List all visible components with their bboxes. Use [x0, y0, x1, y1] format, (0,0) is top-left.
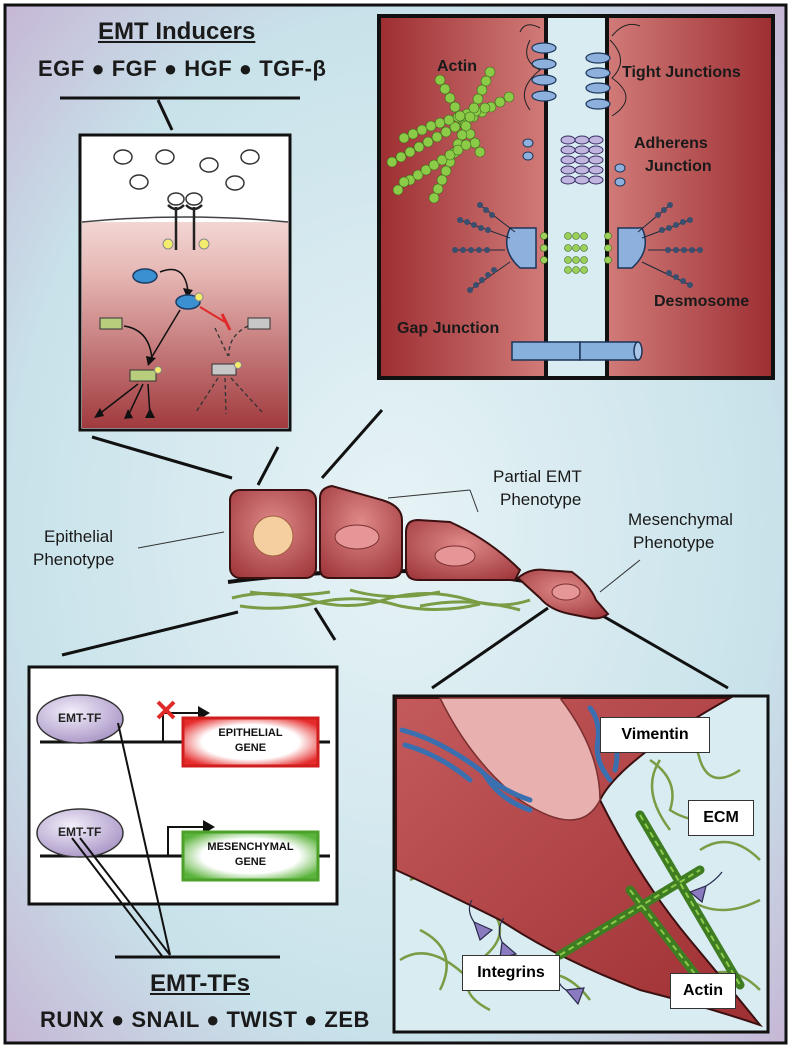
epithelial-phenotype-label-line2: Phenotype — [33, 550, 115, 569]
ligand-circles — [113, 149, 260, 206]
integrins-icons — [473, 885, 707, 1006]
cell-row — [227, 484, 610, 620]
desmosome-links — [540, 232, 612, 274]
emt-inducers-title: EMT Inducers — [98, 18, 256, 45]
gap-junction-channel — [511, 341, 643, 361]
epithelial-gene-box — [181, 716, 320, 768]
vimentin-filaments — [399, 705, 620, 813]
epithelial-gene-label-2: GENE — [234, 742, 267, 754]
tight-junctions-label: Tight Junctions — [622, 64, 741, 81]
repression-x-icon — [156, 700, 176, 720]
partial-emt-label-line2: Phenotype — [500, 490, 582, 509]
mesenchymal-label-line2: Phenotype — [633, 533, 715, 552]
emt-tf-label-2: EMT-TF — [58, 825, 102, 839]
emt-tfs-title: EMT-TFs — [150, 970, 250, 997]
mesenchymal-gene-label-2: GENE — [234, 856, 267, 868]
nucleus — [252, 515, 294, 557]
kinase — [132, 268, 158, 284]
emt-tfs-list: RUNX ● SNAIL ● TWIST ● ZEB — [40, 1007, 370, 1032]
actin-closeup-label: Actin — [670, 973, 736, 1009]
emt-tf-ellipse-1 — [36, 694, 124, 744]
gene-panel — [27, 665, 339, 906]
zoom-lines — [61, 409, 729, 690]
adherens-proteins — [560, 135, 604, 185]
epithelial-gene-label-1: EPITHELIAL — [218, 727, 283, 739]
ecm-label: ECM — [688, 800, 754, 836]
partial-emt-label-line1: Partial EMT — [493, 467, 582, 486]
emt-tf-label-1: EMT-TF — [58, 711, 102, 725]
cell-nucleus-closeup — [438, 697, 601, 821]
desmosome-label: Desmosome — [654, 293, 750, 310]
emt-tf-ellipse-2 — [36, 808, 124, 858]
vimentin-label: Vimentin — [600, 717, 710, 753]
inducer-connector — [156, 99, 174, 131]
emt-inducers-list: EGF ● FGF ● HGF ● TGF-β — [38, 56, 327, 81]
gap-junction-label: Gap Junction — [397, 320, 500, 337]
ecm-fibers — [231, 588, 531, 612]
adherens-label-line1: Adherens — [634, 135, 708, 152]
junction-panel — [377, 14, 775, 380]
desmosome-plaque-left — [505, 227, 537, 269]
epithelial-phenotype-label-line1: Epithelial — [44, 527, 113, 546]
tf-connector-lines — [71, 722, 171, 957]
integrins-label: Integrins — [462, 955, 560, 991]
mesenchymal-gene-box — [181, 830, 320, 882]
mesenchymal-gene-label-1: MESENCHYMAL — [207, 841, 294, 853]
tight-junction-proteins — [531, 42, 611, 110]
adherens-label-line2: Junction — [645, 158, 712, 175]
label-leaders — [137, 489, 641, 593]
actin-label: Actin — [437, 58, 477, 75]
actin-filaments — [386, 66, 515, 204]
mesenchymal-label-line1: Mesenchymal — [628, 510, 733, 529]
receptor — [167, 204, 203, 250]
signaling-panel — [78, 133, 292, 432]
